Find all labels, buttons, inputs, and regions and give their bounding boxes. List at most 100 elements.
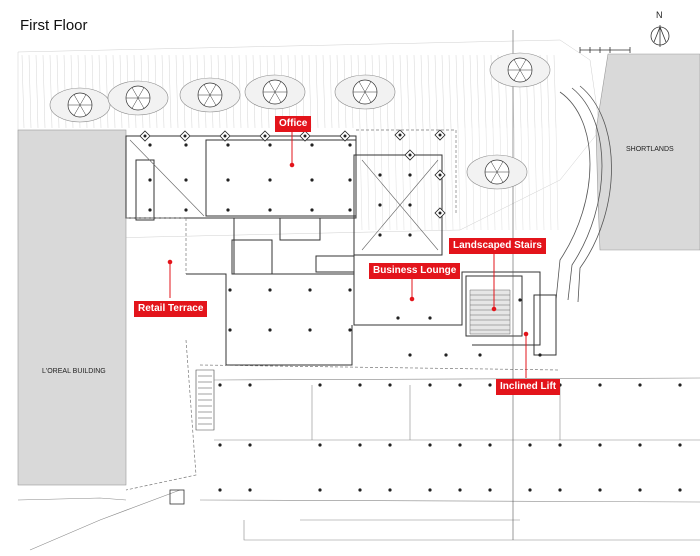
column-marker xyxy=(598,443,602,447)
planter-diamond xyxy=(434,207,446,219)
column-marker xyxy=(268,208,272,212)
column-marker xyxy=(408,233,412,237)
hatch-line xyxy=(238,54,242,129)
column-marker xyxy=(488,488,492,492)
column-marker xyxy=(444,353,448,357)
hatch-line xyxy=(553,54,557,129)
hatch-line xyxy=(105,54,109,129)
business-lounge-label: Business Lounge xyxy=(369,263,461,279)
hatch-line xyxy=(168,54,172,129)
hatch-line xyxy=(541,127,545,231)
column-marker xyxy=(378,233,382,237)
tree-icon xyxy=(107,80,169,116)
column-marker xyxy=(428,443,432,447)
hatch-line xyxy=(329,54,333,129)
hatch-line xyxy=(455,54,459,129)
loreal-building-label: L'OREAL BUILDING xyxy=(42,368,106,375)
column-marker xyxy=(488,383,492,387)
hatch-line xyxy=(429,127,433,231)
hatch-line xyxy=(380,127,384,231)
hatch-line xyxy=(21,54,25,129)
hatch-line xyxy=(450,127,454,231)
column-marker xyxy=(148,208,152,212)
hatch-line xyxy=(401,127,405,231)
column-marker xyxy=(458,443,462,447)
tree-icon xyxy=(489,52,551,88)
column-marker xyxy=(678,488,682,492)
column-marker xyxy=(528,443,532,447)
column-marker xyxy=(638,443,642,447)
hatch-lines xyxy=(21,54,559,231)
planter-diamond xyxy=(179,130,191,142)
hatch-line xyxy=(366,127,370,231)
hatch-line xyxy=(394,127,398,231)
hatch-line xyxy=(406,54,410,129)
column-marker xyxy=(378,173,382,177)
column-marker xyxy=(348,143,352,147)
column-marker xyxy=(488,443,492,447)
column-marker xyxy=(248,383,252,387)
hatch-line xyxy=(413,54,417,129)
inclined-lift-label: Inclined Lift xyxy=(496,379,561,395)
column-marker xyxy=(388,443,392,447)
column-marker xyxy=(558,443,562,447)
column-marker xyxy=(518,298,522,302)
hatch-line xyxy=(35,54,39,129)
hatch-line xyxy=(448,54,452,129)
planter-diamond xyxy=(394,129,406,141)
column-marker xyxy=(148,178,152,182)
column-marker xyxy=(268,288,272,292)
hatch-line xyxy=(399,54,403,129)
planter-diamond xyxy=(139,130,151,142)
column-marker xyxy=(226,208,230,212)
hatch-line xyxy=(555,127,559,231)
lower-grid xyxy=(17,377,700,551)
hatch-line xyxy=(441,54,445,129)
north-label: N xyxy=(656,10,663,20)
column-marker xyxy=(348,328,352,332)
column-marker xyxy=(678,443,682,447)
hatch-line xyxy=(408,127,412,231)
hatch-line xyxy=(457,127,461,231)
column-marker xyxy=(638,488,642,492)
column-marker xyxy=(458,488,462,492)
column-marker xyxy=(348,178,352,182)
hatch-line xyxy=(387,127,391,231)
hatch-line xyxy=(527,127,531,231)
column-marker xyxy=(308,288,312,292)
column-marker xyxy=(428,316,432,320)
hatch-line xyxy=(434,54,438,129)
tree-icon xyxy=(244,74,306,110)
hatch-line xyxy=(359,127,363,231)
planter-diamond xyxy=(299,130,311,142)
dashed-edges xyxy=(125,129,561,491)
column-marker xyxy=(184,208,188,212)
columns xyxy=(148,143,682,492)
hatch-line xyxy=(443,127,447,231)
hatch-line xyxy=(476,54,480,129)
planter-diamond xyxy=(434,169,446,181)
column-marker xyxy=(558,488,562,492)
tree-icon xyxy=(334,74,396,110)
column-marker xyxy=(184,143,188,147)
column-marker xyxy=(310,208,314,212)
planter-diamond xyxy=(434,129,446,141)
column-marker xyxy=(310,178,314,182)
retail-terrace-label: Retail Terrace xyxy=(134,301,208,317)
column-marker xyxy=(458,383,462,387)
column-marker xyxy=(248,488,252,492)
hatch-line xyxy=(422,127,426,231)
hatch-line xyxy=(469,54,473,129)
hatch-line xyxy=(462,54,466,129)
void-diagonals xyxy=(129,139,439,251)
loreal-building xyxy=(17,129,127,486)
right-road-edges xyxy=(555,85,612,303)
column-marker xyxy=(428,488,432,492)
hatch-line xyxy=(49,54,53,129)
hatch-line xyxy=(28,54,32,129)
lower-lift-box xyxy=(169,489,185,505)
hatch-line xyxy=(175,54,179,129)
column-marker xyxy=(348,208,352,212)
